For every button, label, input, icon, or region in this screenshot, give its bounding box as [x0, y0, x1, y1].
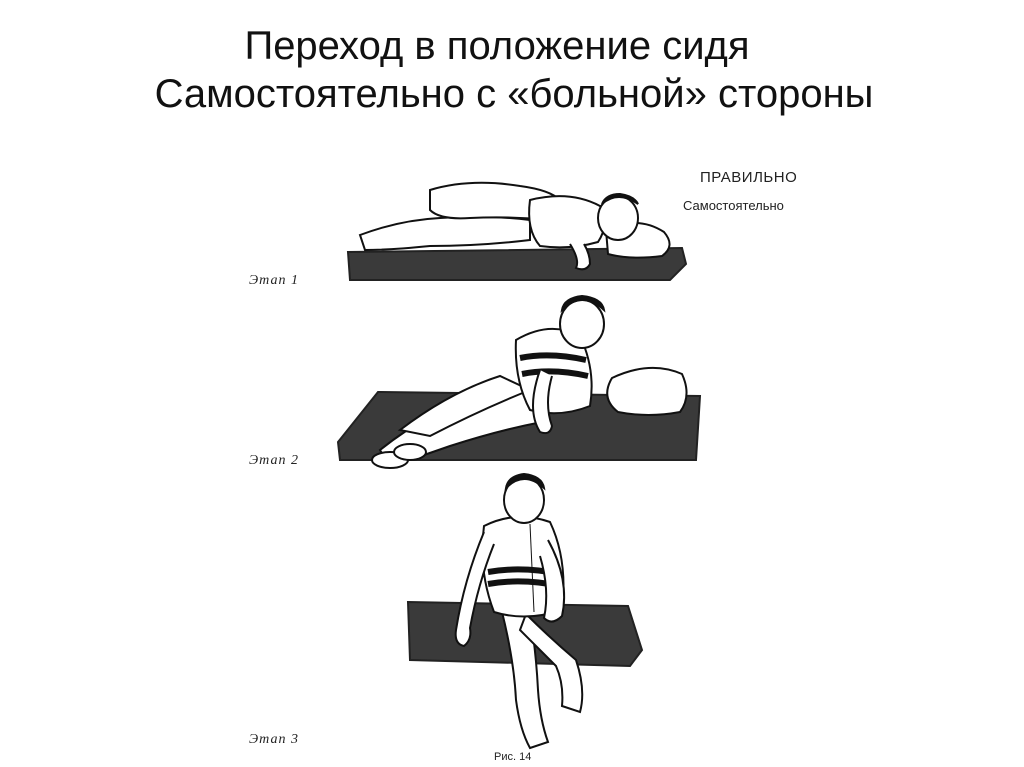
stage-1-illustration: [346, 181, 688, 281]
slide-title: Переход в положение сидя Самостоятельно …: [0, 22, 1024, 118]
slide-title-line2: Самостоятельно с «больной» стороны: [154, 72, 874, 116]
figure-caption: Рис. 14: [494, 751, 532, 763]
stage-3-illustration: [406, 472, 644, 750]
stage-label-1: Этап 1: [249, 273, 299, 288]
label-correct: ПРАВИЛЬНО: [700, 169, 798, 186]
stage-label-3: Этап 3: [249, 732, 299, 747]
label-self: Самостоятельно: [683, 198, 784, 213]
slide-title-line1: Переход в положение сидя: [244, 24, 750, 68]
stage-label-2: Этап 2: [249, 453, 299, 468]
illustration: [230, 160, 830, 767]
stage-2-illustration: [336, 294, 702, 469]
